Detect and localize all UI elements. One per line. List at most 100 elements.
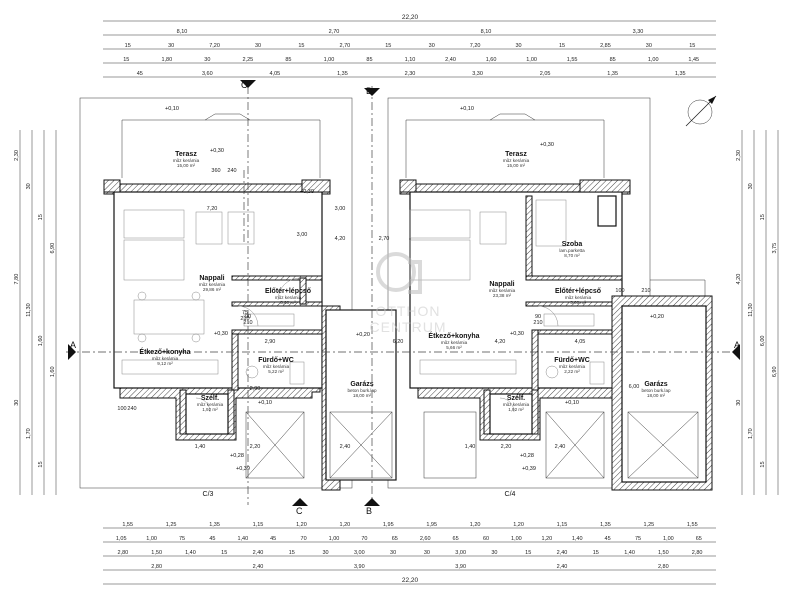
left-dim-label: 15: [38, 461, 44, 467]
bottom-dim-label: 1,55: [687, 522, 698, 528]
top-dim-label: 85: [285, 57, 291, 63]
level-marker: +0,28: [520, 453, 534, 459]
inner-dim-label: 2,70: [379, 236, 390, 242]
bottom-dim-label: 1,20: [541, 536, 552, 542]
inner-dim-label: 1,40: [465, 444, 476, 450]
top-dim-label: 1,00: [324, 57, 335, 63]
right-garage: [423, 295, 713, 491]
left-dim-label: 6,90: [50, 243, 56, 254]
room-floor: beton burk.lap: [641, 388, 671, 393]
top-dim-label: 7,20: [209, 43, 220, 49]
inner-dim-label: 2,20: [501, 444, 512, 450]
top-dim-label: 3,60: [202, 71, 213, 77]
level-marker: +0,20: [356, 332, 370, 338]
bottom-dim-label: 1,95: [426, 522, 437, 528]
section-c-top-arrow: [240, 80, 256, 88]
bottom-dim-label: 15: [221, 550, 227, 556]
top-dim-label: 30: [429, 43, 435, 49]
room-area: 1,92 m²: [508, 407, 524, 412]
level-marker: +0,39: [236, 466, 250, 472]
right-dim-label: 1,70: [748, 428, 754, 439]
top-dim-label: 45: [137, 71, 143, 77]
unit-right-label: C/4: [505, 491, 516, 498]
level-marker: +0,10: [460, 106, 474, 112]
section-a-right-arrow: [732, 344, 740, 360]
unit-left-walls: [103, 179, 331, 441]
left-dim-label: 7,80: [14, 274, 20, 285]
room-floor: mũz kerámia: [565, 295, 592, 300]
room-area: 18,00 m²: [647, 393, 666, 398]
bottom-dim-label: 1,35: [600, 522, 611, 528]
north-arrow-icon: [685, 95, 717, 127]
top-dim-label: 30: [168, 43, 174, 49]
left-dim-label: 1,60: [50, 366, 56, 377]
bottom-dim-label: 1,50: [151, 550, 162, 556]
section-a-right-label: A: [734, 340, 740, 350]
room-area: 5,60 m²: [280, 300, 296, 305]
inner-dim-label: 240: [227, 168, 236, 174]
bottom-dim-label: 2,80: [658, 564, 669, 570]
room-area: 18,00 m²: [353, 393, 372, 398]
inner-dim-label: 3,00: [297, 232, 308, 238]
room-floor: mũz kerámia: [559, 364, 586, 369]
top-dim-label: 3,30: [472, 71, 483, 77]
room-area: 1,92 m²: [202, 407, 218, 412]
bottom-dim-label: 45: [605, 536, 611, 542]
section-a-left-arrow: [68, 344, 76, 360]
top-dim-label: 30: [204, 57, 210, 63]
section-b-top-label: B: [366, 86, 372, 96]
top-dim-label: 30: [516, 43, 522, 49]
right-dim-label: 11,30: [748, 303, 754, 316]
inner-dim-label: 2,20: [250, 444, 261, 450]
room-name: Étkező+konyha: [139, 347, 190, 356]
top-dim-label: 1,45: [688, 57, 699, 63]
watermark-line2: CENTRUM: [370, 319, 447, 335]
bottom-dim-label: 1,15: [253, 522, 264, 528]
bottom-dim-label: 75: [179, 536, 185, 542]
top-dim-label: 7,20: [470, 43, 481, 49]
top-dim-label: 15: [689, 43, 695, 49]
section-b-top-arrow: [364, 88, 380, 96]
bottom-dim-label: 65: [696, 536, 702, 542]
inner-dim-label: 90: [535, 314, 541, 320]
level-marker: +0,39: [522, 466, 536, 472]
inner-dim-label: 100: [117, 406, 126, 412]
level-marker: +0,10: [258, 400, 272, 406]
bottom-dim-label: 30: [390, 550, 396, 556]
bottom-dim-label: 2,40: [253, 550, 264, 556]
bottom-dim-label: 45: [209, 536, 215, 542]
right-dim-label: 15: [760, 461, 766, 467]
bottom-dim-label: 65: [392, 536, 398, 542]
bottom-dim-label: 3,90: [354, 564, 365, 570]
top-dim-label: 2,25: [243, 57, 254, 63]
right-dim-label: 15: [760, 214, 766, 220]
bottom-dim-label: 1,25: [643, 522, 654, 528]
furniture: [121, 199, 605, 413]
top-dim-label: 3,30: [633, 29, 644, 35]
room-floor: mũz kerámia: [199, 282, 226, 287]
bottom-dim-label: 30: [322, 550, 328, 556]
bottom-dim-label: 1,95: [383, 522, 394, 528]
top-dim-label: 1,35: [337, 71, 348, 77]
top-total-dim: 22,20: [402, 14, 419, 21]
left-dim-label: 11,30: [26, 303, 32, 316]
inner-dim-label: 4,20: [495, 339, 506, 345]
inner-dim-label: 90: [245, 314, 251, 320]
top-dim-label: 8,10: [177, 29, 188, 35]
top-dim-label: 2,05: [540, 71, 551, 77]
room-floor: mũz kerámia: [441, 340, 468, 345]
unit-right-walls: [399, 179, 631, 441]
section-b-bottom-label: B: [366, 506, 372, 516]
bottom-dim-label: 1,00: [663, 536, 674, 542]
level-marker: +0,20: [650, 314, 664, 320]
right-dim-label: 4,20: [736, 274, 742, 285]
room-floor: mũz kerámia: [489, 288, 516, 293]
bottom-dim-label: 1,40: [185, 550, 196, 556]
bottom-dim-label: 30: [424, 550, 430, 556]
top-dim-label: 1,35: [675, 71, 686, 77]
room-area: 9,12 m²: [157, 361, 173, 366]
